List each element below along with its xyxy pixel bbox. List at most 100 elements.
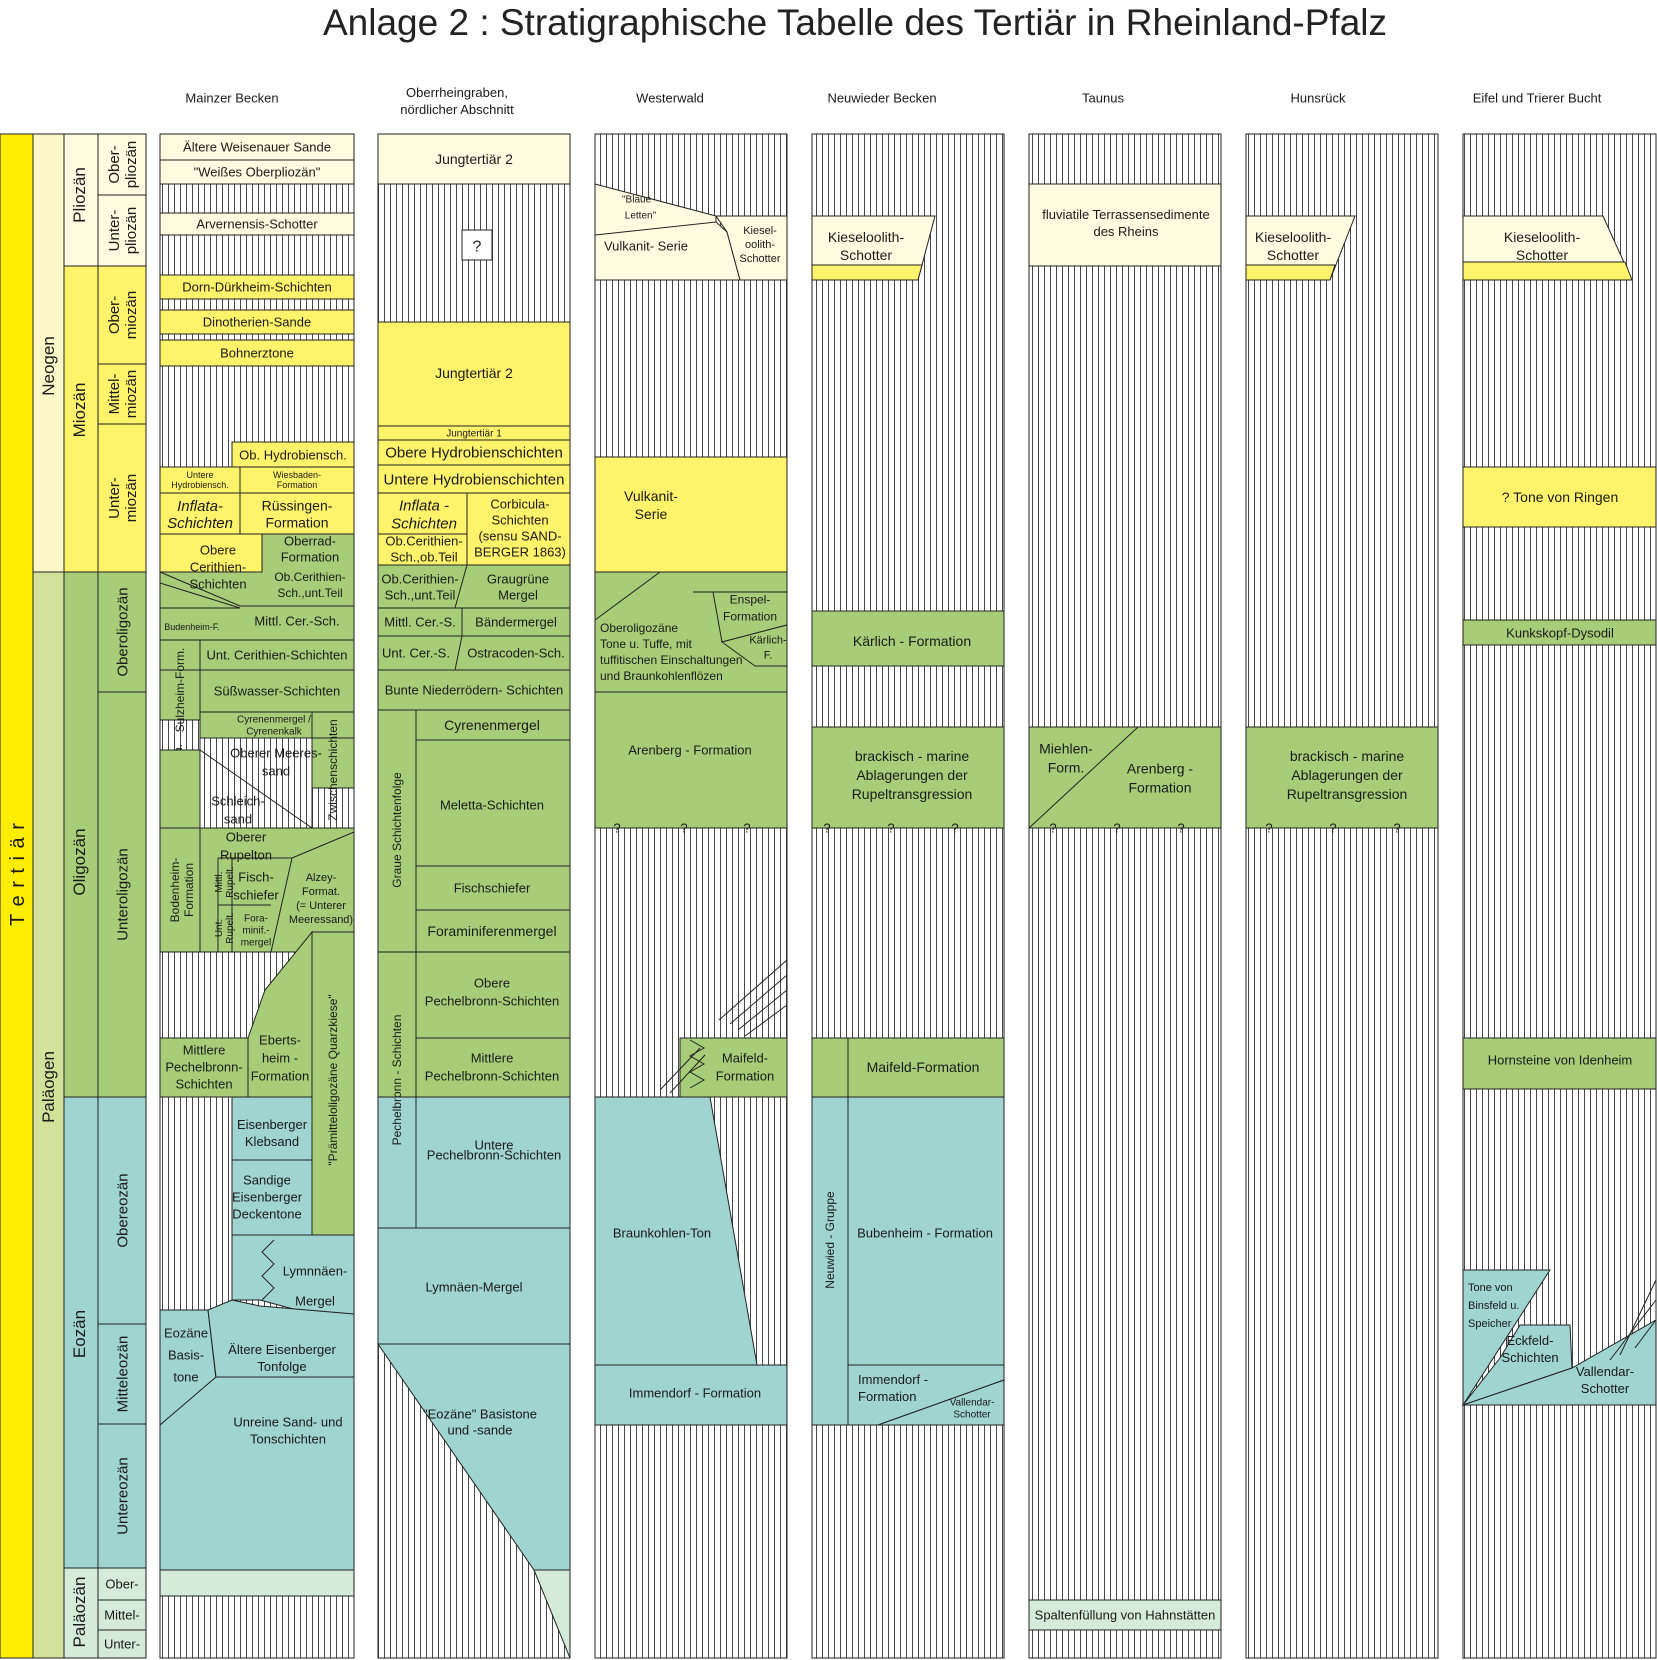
stage-box <box>97 1567 147 1601</box>
unit-label: Ob. Hydrobiensch. <box>239 448 347 463</box>
unit-label: Kärlich - Formation <box>853 633 971 649</box>
unit-label: Cyrenenmergel /Cyrenenkalk <box>237 715 311 738</box>
unit-label: Ob.Cerithien-Sch.,ob.Teil <box>385 534 462 565</box>
region-column-taunus <box>1028 133 1222 1659</box>
unit-box <box>1462 619 1657 646</box>
unit-label: Immendorf - Formation <box>629 1386 761 1401</box>
unit-label: ? <box>951 821 958 836</box>
unit-box <box>1462 1037 1657 1090</box>
series-label: Miozän <box>70 383 89 438</box>
stage-label: Obereozän <box>114 1173 131 1247</box>
unit-box <box>415 739 571 867</box>
stage-label: Unter-pliozän <box>106 207 140 255</box>
unit-label: Kieseloolith-Schotter <box>1504 229 1581 263</box>
unit-label: Budenheim-F. <box>164 622 220 632</box>
unit-box <box>159 274 355 300</box>
unit-label: Ob.Cerithien-Sch.,unt.Teil <box>381 572 458 603</box>
unit-shape <box>533 1569 571 1659</box>
region-header-taunus: Taunus <box>1082 91 1124 106</box>
unit-label: Foraminiferenmergel <box>427 923 556 939</box>
stage-box <box>97 423 147 573</box>
unit-shape <box>1462 1269 1551 1407</box>
region-column-westerwald <box>594 133 788 1659</box>
unit-label: Mittl. Cer.-Sch. <box>254 614 339 629</box>
unit-label: ? <box>613 821 620 836</box>
unit-box <box>377 321 571 427</box>
unit-label: Zwischenschichten <box>326 719 340 820</box>
stage-box <box>97 691 147 1098</box>
stage-label: Unteroligozän <box>114 848 131 941</box>
unit-box <box>159 133 355 161</box>
unit-label: Fischschiefer <box>454 881 531 896</box>
unit-label: Unt.Rupelt. <box>214 912 236 944</box>
unit-label: Kieseloolith-Schotter <box>828 229 905 263</box>
unit-box <box>377 1096 417 1229</box>
boundary-line <box>199 749 313 829</box>
unit-label: Miehlen-Form. <box>1039 740 1093 775</box>
unit-box <box>466 492 571 566</box>
unit-label: Bunte Niederrödern- Schichten <box>385 683 564 698</box>
unit-shape <box>679 1037 788 1098</box>
unit-label: ? <box>823 821 830 836</box>
unit-label: Sulzheim-Form. <box>173 648 187 733</box>
unit-box <box>159 1037 249 1098</box>
unit-label: Obere Hydrobienschichten <box>385 444 563 461</box>
unit-shape <box>159 1376 355 1571</box>
unit-box <box>159 749 201 829</box>
series-oligozaen <box>63 571 99 1098</box>
unit-label: Arenberg - Formation <box>628 743 752 758</box>
unit-label: Lymnäen-Mergel <box>425 1280 522 1295</box>
unit-label: Unt. Cerithien-Schichten <box>207 648 348 663</box>
stage-label: Mittel- <box>104 1608 139 1623</box>
unit-box <box>415 709 571 741</box>
unit-label: "Weißes Oberpliozän" <box>194 165 321 180</box>
unit-box <box>1462 466 1657 528</box>
stage-label: Ober- <box>105 1577 138 1592</box>
unit-label: Inflata -Schichten <box>391 497 457 532</box>
page-title: Anlage 2 : Stratigraphische Tabelle des … <box>322 2 1388 43</box>
series-label: Oligozän <box>70 828 89 895</box>
unit-box <box>159 339 355 367</box>
system-label: Neogen <box>39 336 58 396</box>
unit-label: Dinotherien-Sande <box>203 315 311 330</box>
unit-shape <box>811 264 923 281</box>
unit-box <box>1028 1599 1222 1631</box>
unit-label: Bändermergel <box>475 615 557 630</box>
unit-label: Ältere Weisenauer Sande <box>183 140 331 155</box>
unit-label: Kunkskopf-Dysodil <box>1506 626 1614 641</box>
unit-shape <box>159 1569 355 1597</box>
unit-label: Jungtertiär 1 <box>446 429 502 440</box>
region-header-mainz: Mainzer Becken <box>185 91 278 106</box>
unit-label: Süßwasser-Schichten <box>214 684 340 699</box>
unit-box <box>847 1096 1005 1366</box>
unit-label: Mittl.Rupelt. <box>214 866 236 898</box>
region-column-hunsrueck <box>1245 133 1439 1659</box>
boundary-line <box>1609 1299 1657 1361</box>
stage-box <box>97 133 147 196</box>
system-palaeogen <box>32 571 65 1659</box>
stage-box <box>97 1423 147 1569</box>
zigzag-line <box>261 1239 275 1301</box>
stage-label: Unter-miozän <box>106 474 140 522</box>
series-label: Paläozän <box>70 1577 89 1648</box>
stage-box <box>97 1629 147 1659</box>
boundary-line <box>744 1004 788 1037</box>
unit-box <box>159 466 355 535</box>
unit-label: Wiesbaden-Formation <box>273 470 321 490</box>
unit-label: Enspel-Formation <box>723 593 777 624</box>
unit-label: Oberrad-Formation <box>281 534 340 565</box>
unit-label: Bodenheim-Formation <box>168 858 196 923</box>
unit-label: ? <box>1049 821 1056 836</box>
unit-shape <box>594 456 788 573</box>
boundary-line <box>454 564 468 609</box>
boundary-line <box>454 635 463 671</box>
